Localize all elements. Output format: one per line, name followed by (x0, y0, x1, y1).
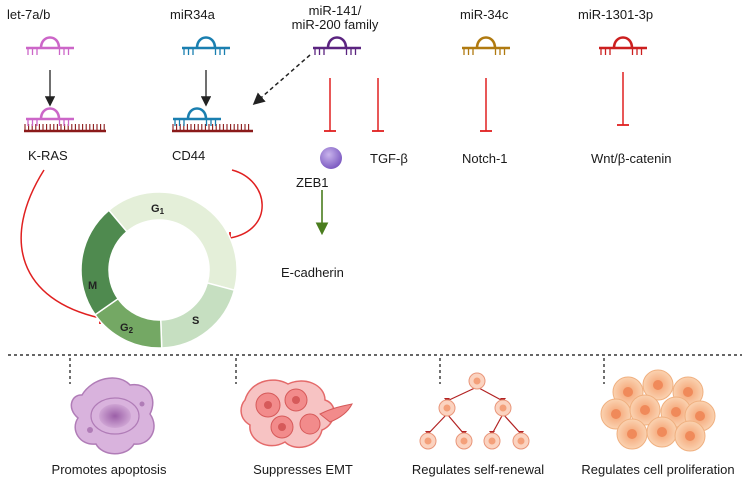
mir141-inhibits-zeb1 (324, 78, 336, 132)
zeb1-protein-icon (320, 147, 342, 169)
mir141-to-cd44-dashed-arrow (252, 54, 311, 105)
target-label-zeb1: ZEB1 (296, 175, 329, 190)
mir34c-inhibits-notch (480, 78, 492, 132)
mirna-label-mir34c: miR-34c (460, 7, 509, 22)
cd44-mrna-icon (172, 107, 253, 133)
cd44-bound-mirna-icon (173, 107, 221, 126)
mir141-inhibits-tgfb (372, 78, 384, 132)
target-label-ecadherin: E-cadherin (281, 265, 344, 280)
target-label-wnt: Wnt/β-catenin (591, 151, 672, 166)
target-label-cd44: CD44 (172, 148, 206, 163)
phase-label-g1: G1 (151, 203, 165, 216)
proliferating-cells-icon (600, 369, 716, 452)
effect-label-self-renewal: Regulates self-renewal (411, 462, 545, 477)
cd44-inhibits-cell-cycle (229, 169, 263, 244)
target-label-notch: Notch-1 (462, 151, 508, 166)
mir1301-hairpin-icon (599, 36, 647, 55)
let7-hairpin-icon (26, 36, 74, 55)
phase-label-g2: G2 (120, 322, 134, 335)
kras-bound-mirna-icon (26, 107, 74, 126)
phase-m-segment (80, 209, 128, 316)
mir34a-hairpin-icon (182, 36, 230, 55)
mirna-label-let7: let-7a/b (7, 7, 51, 22)
cell-cycle-ring (80, 191, 238, 349)
phase-label-s: S (192, 315, 200, 327)
effect-label-proliferation: Regulates cell proliferation (581, 462, 735, 477)
target-label-tgfb: TGF-β (370, 151, 408, 166)
mir141-hairpin-icon (313, 36, 361, 55)
kras-mrna-icon (24, 107, 106, 133)
mirna-label-mir1301: miR-1301-3p (578, 7, 654, 22)
effect-label-emt: Suppresses EMT (253, 462, 353, 477)
mirna-label-mir34a: miR34a (170, 7, 215, 22)
emt-cells-icon (240, 379, 353, 449)
phase-g1-segment (107, 191, 238, 292)
self-renewal-tree-icon (419, 372, 530, 450)
mir34c-hairpin-icon (462, 36, 510, 55)
target-label-kras: K-RAS (28, 148, 68, 163)
phase-label-m: M (88, 280, 98, 292)
effect-label-apoptosis: Promotes apoptosis (51, 462, 167, 477)
apoptotic-cell-icon (70, 377, 155, 455)
mir1301-inhibits-wnt (617, 72, 629, 126)
mirna-label-mir141: miR-141/ miR-200 family (291, 3, 379, 32)
